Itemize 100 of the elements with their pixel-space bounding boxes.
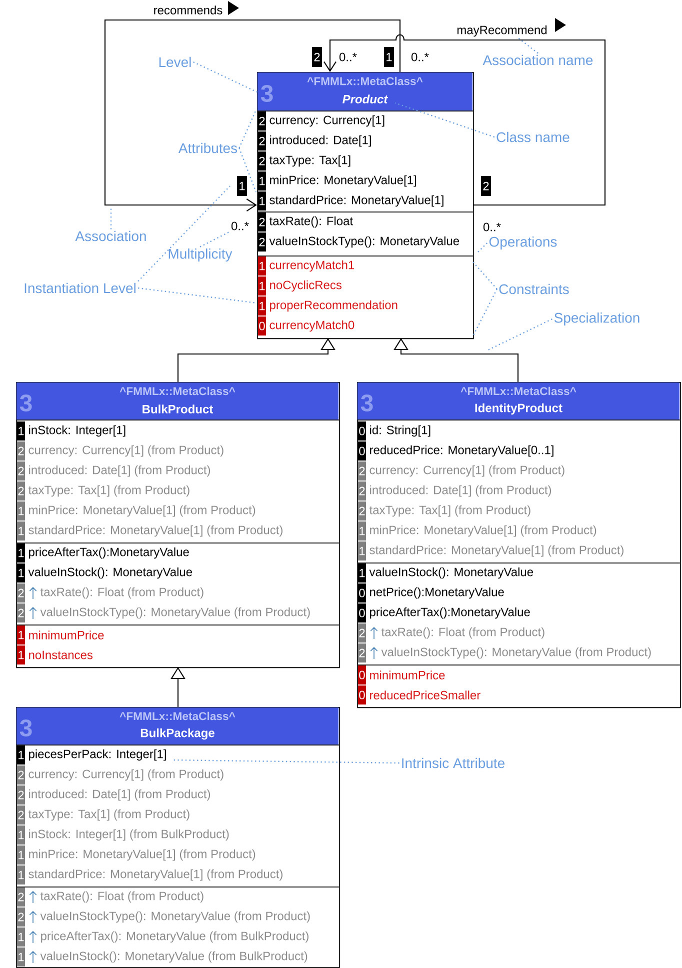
leader-line — [238, 148, 257, 192]
annotation-label: Attributes — [178, 142, 238, 154]
class-name: Product — [342, 94, 388, 104]
attribute-text: standardPrice: MonetaryValue[1] (from Product) — [28, 869, 282, 881]
level-badge: 1 — [17, 522, 25, 540]
attribute-text: standardPrice: MonetaryValue[1] (from Product) — [370, 545, 624, 557]
level-number: 3 — [20, 719, 32, 737]
attribute-text: currency: Currency[1] (from Product) — [28, 445, 224, 457]
operation-text: valueInStockType(): MonetaryValue (from Product) — [40, 607, 310, 619]
leader-line — [138, 186, 230, 282]
leader-line — [488, 318, 552, 351]
level-badge: 1 — [17, 564, 25, 582]
leader-line — [394, 102, 495, 138]
attribute-text: introduced: Date[1] (from Product) — [370, 485, 552, 497]
constraint-text: noInstances — [29, 650, 93, 660]
level-badge: 2 — [17, 908, 25, 926]
level-badge: 1 — [17, 866, 25, 884]
constraint-text: minimumPrice — [370, 670, 445, 680]
operation-text: taxRate(): Float (from Product) — [40, 891, 204, 903]
operation-text: taxRate(): Float (from Product) — [381, 627, 544, 639]
stereotype-label: ^FMMLx::MetaClass^ — [307, 76, 423, 86]
annotation-label: Instantiation Level — [24, 282, 136, 294]
attribute-text: currency: Currency[1] (from Product) — [370, 465, 564, 477]
multiplicity-badge: 1 — [237, 176, 247, 196]
level-badge: 2 — [17, 482, 25, 501]
association-arrow — [104, 19, 401, 212]
attribute-text: minPrice: MonetaryValue[1] — [270, 175, 416, 187]
multiplicity-badge: 2 — [481, 176, 491, 196]
attribute-text: taxType: Tax[1] (from Product) — [28, 809, 190, 821]
leader-line — [472, 262, 498, 290]
operation-text: valueInStock(): MonetaryValue — [369, 567, 534, 579]
attribute-text: introduced: Date[1] (from Product) — [29, 789, 210, 801]
annotation-label: Association — [75, 230, 146, 242]
leader-line — [476, 242, 488, 254]
attribute-text: introduced: Date[1] (from Product) — [29, 465, 210, 477]
multiplicity-label: 0..* — [339, 52, 357, 62]
level-badge: 2 — [17, 806, 25, 824]
annotation-label: Constraints — [499, 284, 569, 294]
level-badge: 2 — [258, 152, 266, 171]
annotation-label: Operations — [489, 236, 557, 250]
annotation-label: Intrinsic Attribute — [402, 758, 504, 768]
level-badge: 1 — [17, 502, 25, 521]
multiplicity-label: 0..* — [483, 222, 501, 232]
class-name: IdentityProduct — [475, 403, 562, 415]
association-name: recommends — [152, 4, 224, 16]
level-badge: 1 — [258, 256, 266, 276]
level-badge: 1 — [17, 646, 25, 665]
leader-line — [172, 759, 400, 764]
annotation-label: Level — [159, 56, 191, 68]
attribute-text: standardPrice: MonetaryValue[1] (from Product) — [28, 525, 282, 537]
level-badge: 2 — [258, 212, 266, 232]
attribute-text: minPrice: MonetaryValue[1] (from Product) — [29, 505, 256, 517]
multiplicity-badge: 2 — [312, 47, 322, 68]
class-name: BulkProduct — [142, 404, 213, 414]
attribute-text: taxType: Tax[1] (from Product) — [369, 505, 530, 517]
level-badge: 2 — [17, 766, 25, 784]
operation-text: valueInStockType(): MonetaryValue — [269, 236, 460, 248]
leader-line — [516, 36, 538, 54]
operation-text: valueInStock(): MonetaryValue — [28, 567, 192, 579]
constraint-text: minimumPrice — [29, 630, 104, 640]
association-name: mayRecommend — [455, 24, 549, 38]
stereotype-label: ^FMMLx::MetaClass^ — [460, 386, 576, 396]
constraint-text: properRecommendation — [270, 300, 398, 312]
level-badge: 1 — [258, 172, 266, 191]
level-badge: 1 — [258, 192, 266, 211]
attribute-text: currency: Currency[1] (from Product) — [28, 769, 224, 781]
level-badge: 1 — [258, 276, 266, 296]
level-badge: 2 — [17, 584, 25, 602]
multiplicity-label: 0..* — [231, 222, 249, 230]
attribute-text: minPrice: MonetaryValue[1] (from Product) — [29, 849, 256, 861]
level-badge: 2 — [258, 232, 266, 252]
attribute-text: inStock: Integer[1] — [29, 425, 126, 437]
attribute-text: standardPrice: MonetaryValue[1] — [270, 195, 444, 207]
level-badge: 1 — [17, 846, 25, 864]
operation-text: priceAfterTax():MonetaryValue — [29, 547, 189, 559]
operation-text: priceAfterTax():MonetaryValue — [370, 607, 530, 619]
constraint-text: currencyMatch1 — [270, 260, 354, 272]
annotation-label: Multiplicity — [168, 248, 232, 262]
annotation-label: Class name — [496, 132, 570, 142]
leader-line — [238, 110, 257, 148]
attribute-text: piecesPerPack: Integer[1] — [29, 749, 166, 761]
level-badge: 1 — [17, 544, 25, 563]
level-badge: 1 — [258, 296, 266, 316]
constraint-text: noCyclicRecs — [270, 280, 342, 292]
class-name: BulkPackage — [140, 728, 214, 740]
attribute-text: currency: Currency[1] — [270, 115, 384, 127]
level-badge: 1 — [17, 948, 25, 966]
level-badge: 2 — [17, 888, 25, 906]
operation-text: netPrice():MonetaryValue — [370, 587, 504, 599]
level-badge: 2 — [17, 604, 25, 623]
constraint-text: reducedPriceSmaller — [370, 690, 480, 700]
annotation-label: Specialization — [554, 312, 640, 326]
level-badge: 1 — [17, 928, 25, 946]
level-badge: 0 — [258, 316, 266, 336]
level-badge: 1 — [17, 746, 25, 764]
leader-line — [472, 288, 498, 336]
attribute-text: id: String[1] — [370, 425, 430, 437]
constraint-text: currencyMatch0 — [270, 320, 354, 332]
level-badge: 2 — [258, 132, 266, 151]
annotation-label: Association name — [482, 54, 593, 66]
